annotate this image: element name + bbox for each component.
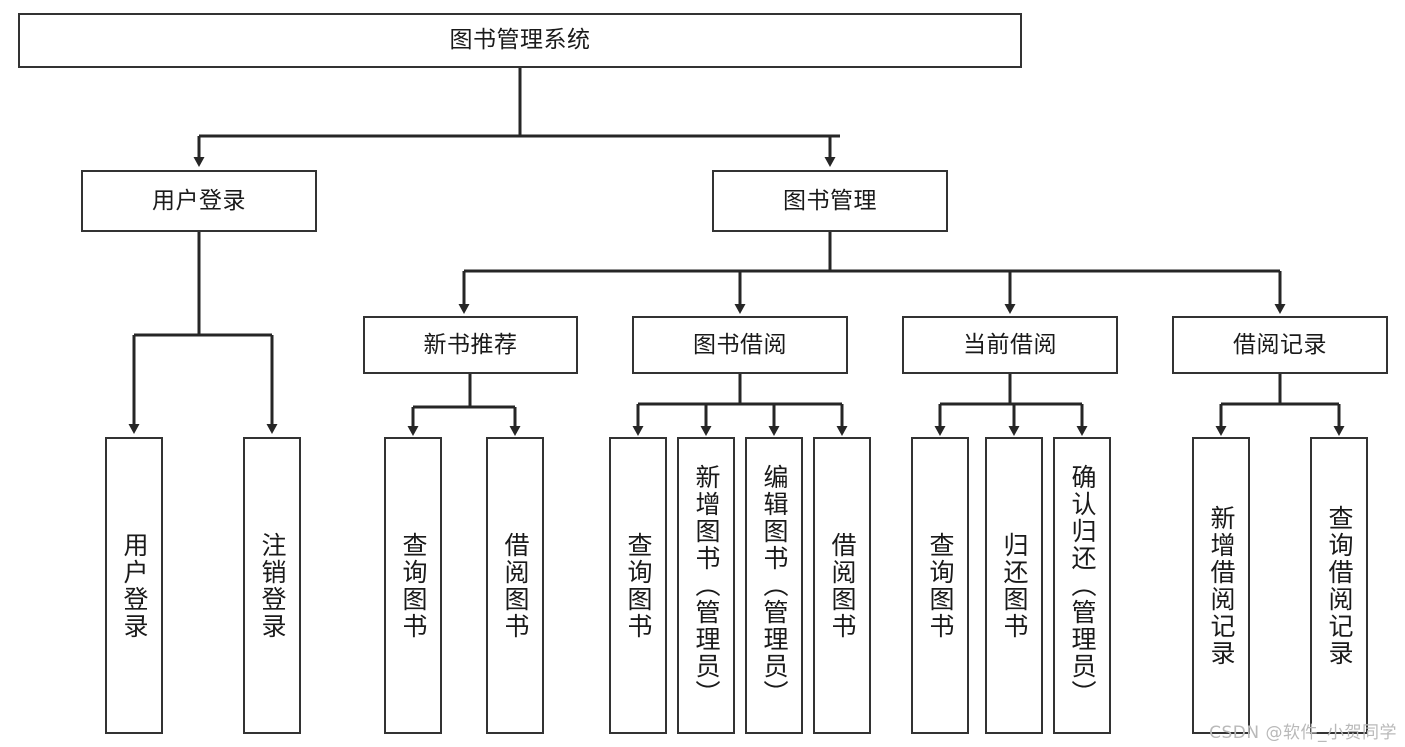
node-leaf-query-book-3[interactable]: 查询图书	[911, 437, 969, 734]
node-user-login[interactable]: 用户登录	[81, 170, 317, 232]
node-leaf-add-book-label: 新增图书（管理员）	[692, 464, 721, 707]
node-leaf-edit-book-label: 编辑图书（管理员）	[760, 464, 789, 707]
node-leaf-user-logout-label: 注销登录	[258, 531, 287, 640]
node-book-manage-label: 图书管理	[783, 187, 877, 214]
node-leaf-borrow-book-1-label: 借阅图书	[501, 531, 530, 640]
node-leaf-add-record[interactable]: 新增借阅记录	[1192, 437, 1250, 734]
node-book-manage[interactable]: 图书管理	[712, 170, 948, 232]
node-leaf-confirm-return-label: 确认归还（管理员）	[1068, 464, 1097, 707]
node-leaf-query-book-3-label: 查询图书	[926, 531, 955, 640]
node-leaf-edit-book[interactable]: 编辑图书（管理员）	[745, 437, 803, 734]
node-leaf-query-book-2[interactable]: 查询图书	[609, 437, 667, 734]
node-root[interactable]: 图书管理系统	[18, 13, 1022, 68]
node-leaf-borrow-book-2-label: 借阅图书	[828, 531, 857, 640]
node-borrow-record[interactable]: 借阅记录	[1172, 316, 1388, 374]
node-book-borrow[interactable]: 图书借阅	[632, 316, 848, 374]
node-leaf-user-login[interactable]: 用户登录	[105, 437, 163, 734]
node-leaf-borrow-book-2[interactable]: 借阅图书	[813, 437, 871, 734]
node-leaf-add-book[interactable]: 新增图书（管理员）	[677, 437, 735, 734]
node-borrow-record-label: 借阅记录	[1233, 331, 1327, 358]
node-leaf-query-book-2-label: 查询图书	[624, 531, 653, 640]
node-leaf-user-logout[interactable]: 注销登录	[243, 437, 301, 734]
node-leaf-query-record-label: 查询借阅记录	[1325, 504, 1354, 667]
node-current-borrow[interactable]: 当前借阅	[902, 316, 1118, 374]
node-leaf-return-book-label: 归还图书	[1000, 531, 1029, 640]
node-leaf-query-book-1-label: 查询图书	[399, 531, 428, 640]
watermark-text: CSDN @软件_小贺同学	[1209, 723, 1397, 743]
node-leaf-query-book-1[interactable]: 查询图书	[384, 437, 442, 734]
node-new-book-rec[interactable]: 新书推荐	[363, 316, 578, 374]
node-leaf-borrow-book-1[interactable]: 借阅图书	[486, 437, 544, 734]
node-new-book-rec-label: 新书推荐	[423, 331, 518, 358]
node-user-login-label: 用户登录	[152, 187, 246, 214]
node-current-borrow-label: 当前借阅	[963, 331, 1057, 358]
node-leaf-query-record[interactable]: 查询借阅记录	[1310, 437, 1368, 734]
node-book-borrow-label: 图书借阅	[693, 331, 787, 358]
node-leaf-add-record-label: 新增借阅记录	[1207, 504, 1236, 667]
node-leaf-user-login-label: 用户登录	[120, 531, 149, 640]
node-leaf-confirm-return[interactable]: 确认归还（管理员）	[1053, 437, 1111, 734]
node-root-label: 图书管理系统	[449, 27, 591, 54]
node-leaf-return-book[interactable]: 归还图书	[985, 437, 1043, 734]
